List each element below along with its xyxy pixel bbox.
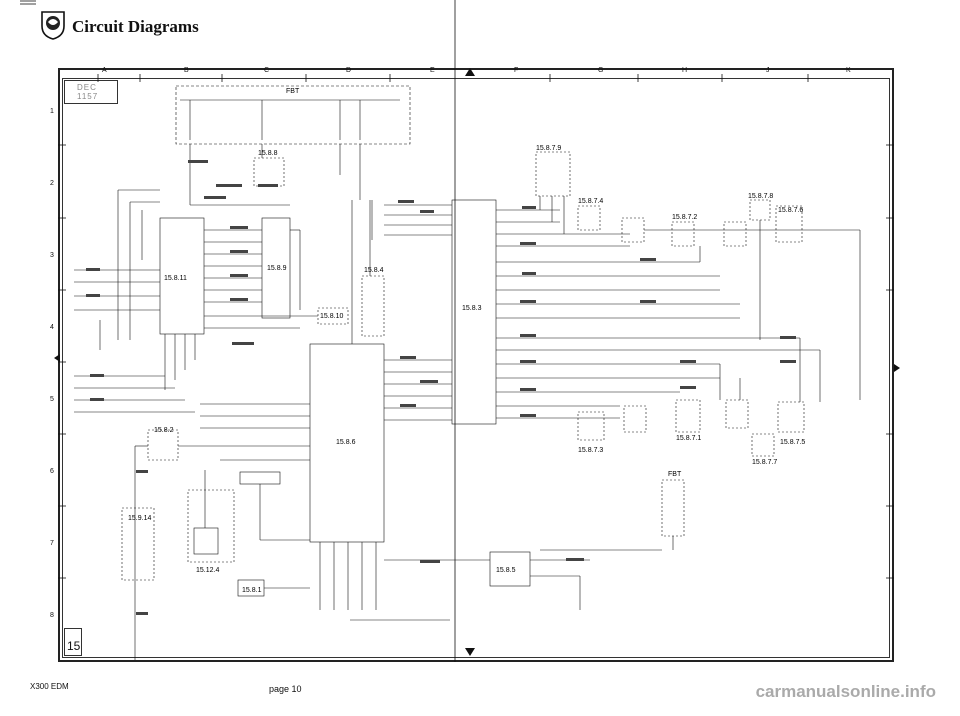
- module-15-8-7-5: [777, 401, 805, 433]
- module-label: 15.12.4: [196, 567, 219, 574]
- diagram-frame: [58, 68, 894, 662]
- module-15-8-7-7: [751, 433, 775, 457]
- footer-page: page 10: [269, 684, 302, 694]
- column-label: F: [514, 67, 519, 74]
- module-15-8-8: [253, 157, 285, 187]
- row-label: 8: [50, 612, 54, 619]
- row-label: 6: [50, 468, 54, 475]
- module-label: 15.8.9: [267, 265, 287, 272]
- row-label: 5: [50, 396, 54, 403]
- column-label: K: [846, 67, 851, 74]
- module-15-8-2: [147, 429, 179, 461]
- module-label: 15.8.7.6: [778, 207, 803, 214]
- module-15-8-7-4: [577, 205, 601, 231]
- footer-watermark: carmanualsonline.info: [755, 682, 936, 701]
- row-label: 4: [50, 324, 54, 331]
- module-label: 15.8.6: [336, 439, 356, 446]
- module-label: 15.8.10: [320, 313, 343, 320]
- module-label: 15.8.7.1: [676, 435, 701, 442]
- arrow-right-icon: [894, 364, 900, 372]
- revision-stamp: DEC 1157: [64, 80, 118, 104]
- column-label: E: [430, 67, 435, 74]
- row-label: 2: [50, 180, 54, 187]
- fbt-fuse-box: [175, 85, 411, 145]
- module-15-8-7-9: [535, 151, 571, 197]
- module-label: 15.8.1: [242, 587, 262, 594]
- arrow-left-icon: [54, 354, 60, 362]
- module-label: 15.8.8: [258, 150, 278, 157]
- module-15-8-11: [159, 217, 205, 335]
- arrow-up-icon: [465, 68, 475, 76]
- module-label: 15.8.7.4: [578, 198, 603, 205]
- fbt-label-top: FBT: [286, 88, 300, 95]
- column-label: G: [598, 67, 604, 74]
- module-label: 15.8.3: [462, 305, 482, 312]
- module-15-8-5: [489, 551, 531, 587]
- module-15-8-6: [309, 343, 385, 543]
- module-label: 15.8.7.2: [672, 214, 697, 221]
- module-15-8-4: [361, 275, 385, 337]
- module-15-8-7-6: [775, 205, 803, 243]
- module-15-12-4: [187, 489, 235, 563]
- module-15-8-7-8: [749, 199, 771, 221]
- module-15-8-3: [451, 199, 497, 425]
- module-label: 15.8.7.9: [536, 145, 561, 152]
- column-label: J: [766, 67, 770, 74]
- row-label: 3: [50, 252, 54, 259]
- jaguar-logo-icon: [41, 11, 65, 40]
- column-label: D: [346, 67, 352, 74]
- module-label: 15.8.4: [364, 267, 384, 274]
- column-label: A: [102, 67, 107, 74]
- fbt-label-right: FBT: [668, 471, 682, 478]
- module-15-8-7-2: [671, 221, 695, 247]
- column-label: C: [264, 67, 270, 74]
- row-label: 1: [50, 108, 54, 115]
- module-label: 15.8.11: [164, 275, 187, 282]
- module-label: 15.8.7.5: [780, 439, 805, 446]
- stamp-date: DEC 1157: [77, 83, 99, 101]
- module-15-8-9: [261, 217, 291, 319]
- sheet-tag: 15: [64, 628, 82, 656]
- module-15-8-7-3: [577, 411, 605, 441]
- module-label: 15.8.2: [154, 427, 174, 434]
- arrow-down-icon: [465, 648, 475, 656]
- module-15-8-7-1: [675, 399, 701, 433]
- module-label: 15.9.14: [128, 515, 151, 522]
- fbt-fuse-box-right: [661, 479, 685, 537]
- module-label: 15.8.7.7: [752, 459, 777, 466]
- module-label: 15.8.7.3: [578, 447, 603, 454]
- module-15-9-14: [121, 507, 155, 581]
- module-label: 15.8.5: [496, 567, 516, 574]
- sheet-number: 15: [67, 639, 81, 653]
- footer-model: X300 EDM: [30, 682, 69, 691]
- diagram-inner-border: [62, 78, 890, 658]
- row-label: 7: [50, 540, 54, 547]
- column-label: H: [682, 67, 688, 74]
- column-label: B: [184, 67, 189, 74]
- module-label: 15.8.7.8: [748, 193, 773, 200]
- page-title: Circuit Diagrams: [72, 17, 199, 36]
